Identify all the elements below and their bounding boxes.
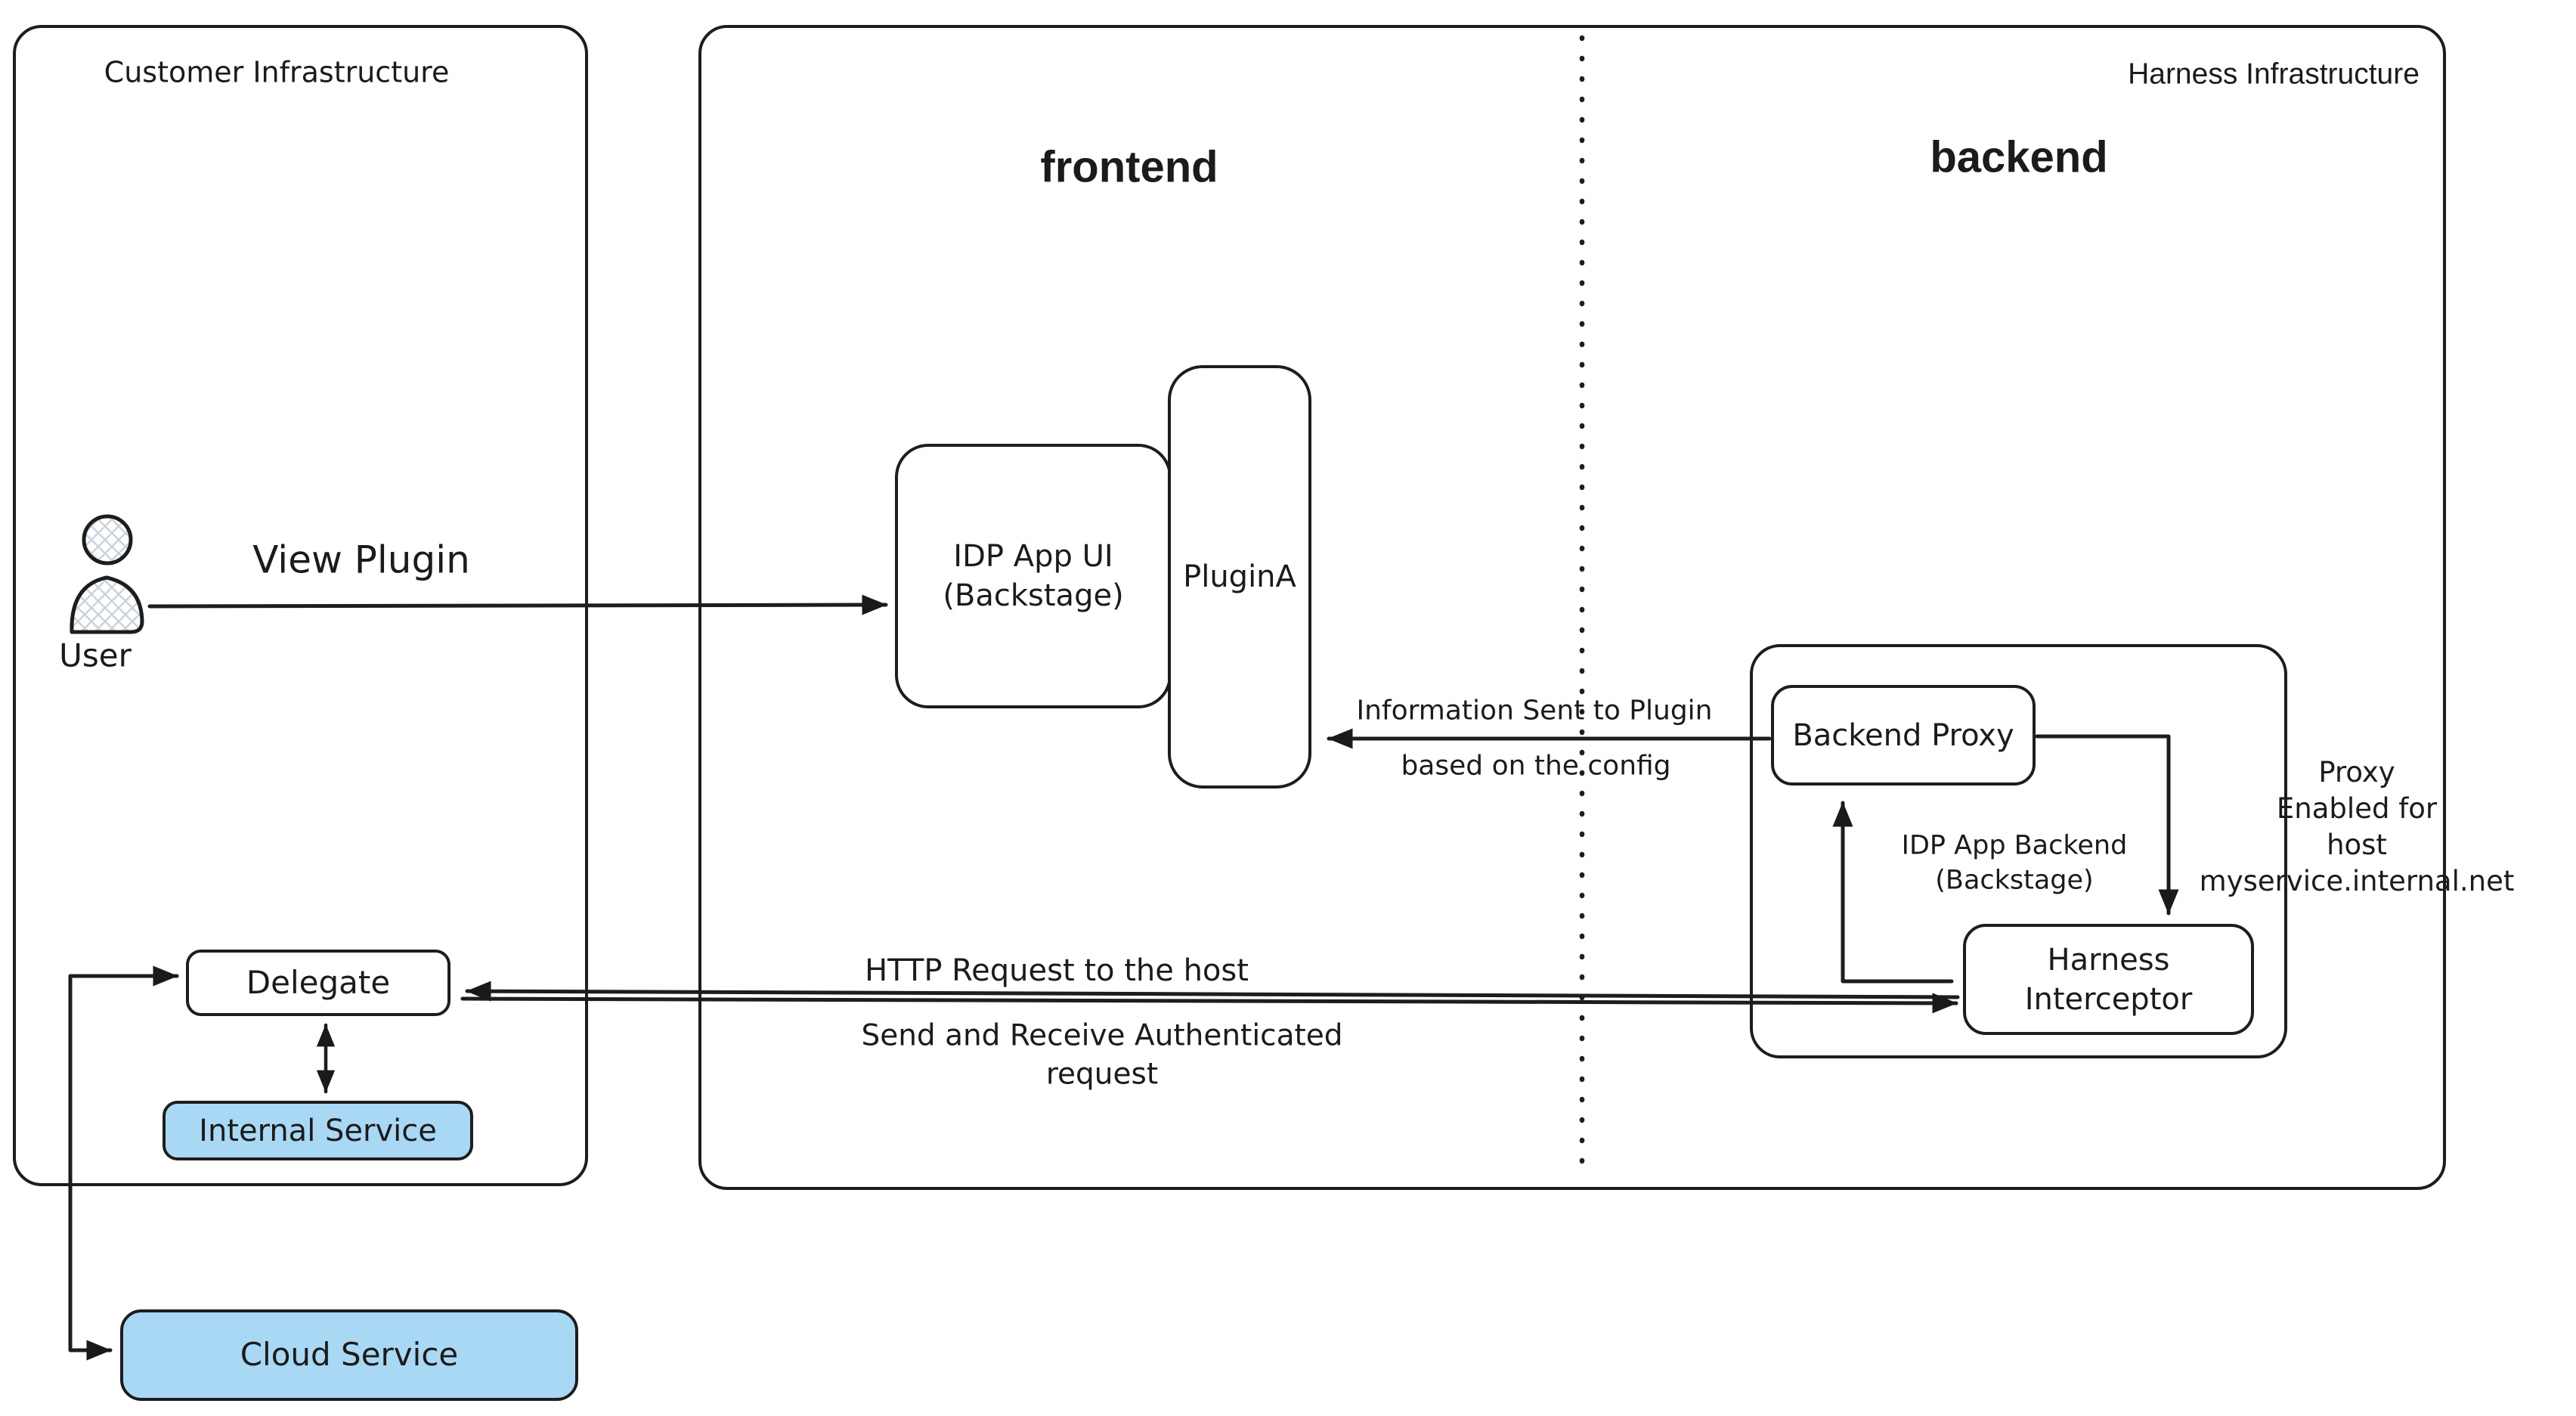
customer-infrastructure-title: Customer Infrastructure — [104, 55, 450, 89]
send-receive-label: Send and Receive Authenticated request — [861, 1018, 1343, 1091]
idp-app-ui-box: IDP App UI (Backstage) — [895, 444, 1172, 708]
info-sent-label-line2: based on the config — [1401, 750, 1671, 782]
user-label: User — [59, 637, 132, 674]
send-receive-arrow — [460, 993, 1958, 1014]
user-icon — [70, 514, 144, 634]
delegate-box: Delegate — [186, 950, 450, 1016]
cloud-service-box: Cloud Service — [120, 1309, 578, 1401]
view-plugin-label: View Plugin — [252, 538, 470, 582]
http-request-label: HTTP Request to the host — [865, 953, 1249, 988]
plugin-a-box: PluginA — [1168, 365, 1311, 789]
info-sent-label-line1: Information Sent to Plugin — [1356, 695, 1713, 727]
harness-interceptor-box: Harness Interceptor — [1963, 924, 2254, 1035]
idp-app-backend-label: IDP App Backend (Backstage) — [1901, 830, 2128, 896]
proxy-enabled-note: Proxy Enabled for host myservice.interna… — [2199, 755, 2515, 898]
interceptor-to-backend-proxy-arrow — [1832, 801, 1954, 984]
delegate-cloud-service-connector — [68, 965, 179, 1361]
harness-infrastructure-title: Harness Infrastructure — [2128, 57, 2420, 91]
backend-heading: backend — [1930, 132, 2108, 182]
frontend-heading: frontend — [1040, 142, 1218, 192]
internal-service-box: Internal Service — [163, 1101, 473, 1160]
backend-proxy-box: Backend Proxy — [1771, 685, 2036, 785]
harness-infrastructure-box — [698, 25, 2446, 1190]
backend-proxy-to-interceptor-arrow — [2035, 734, 2179, 916]
http-request-arrow — [465, 981, 1960, 1002]
idp-app-backend-group-box — [1750, 644, 2287, 1058]
view-plugin-arrow — [147, 594, 888, 615]
